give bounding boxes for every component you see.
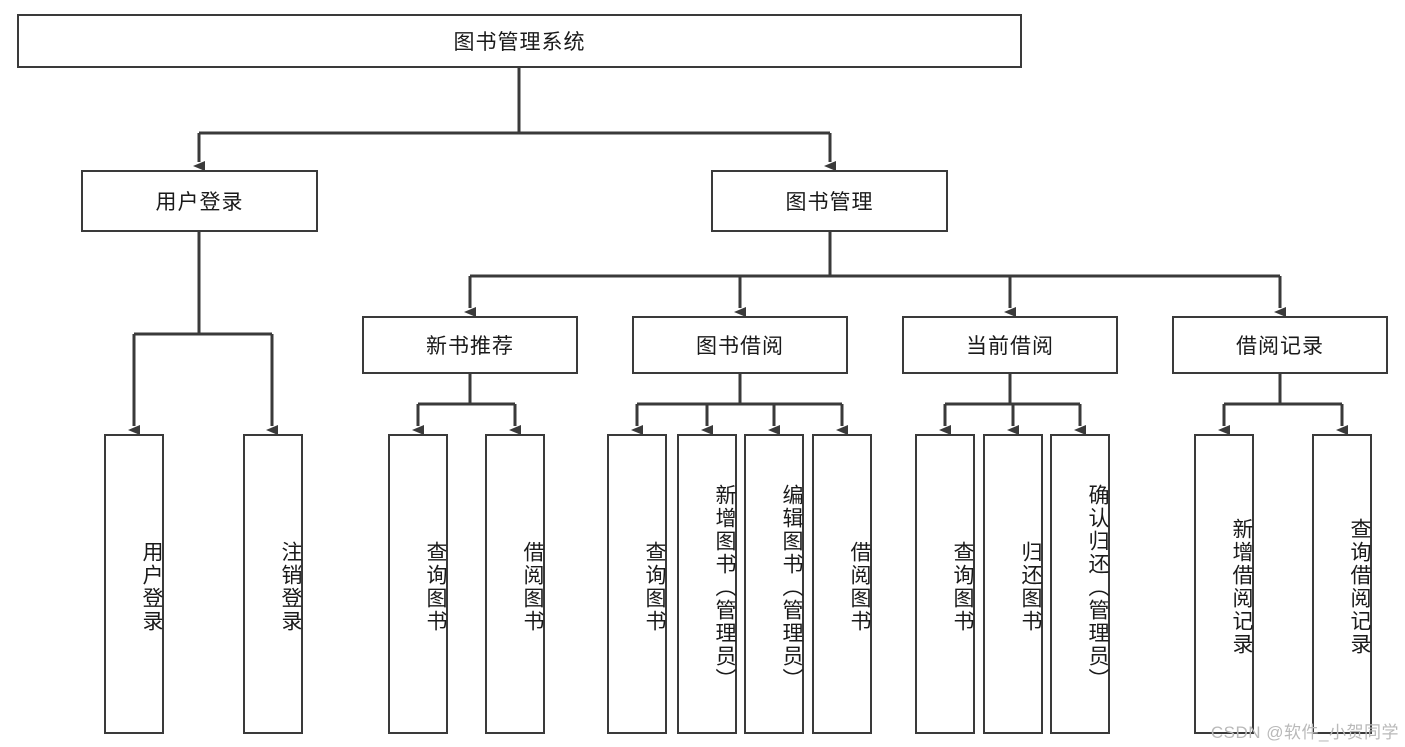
node-label-leaf-user-login: 用户登录: [140, 541, 163, 633]
node-borrow-record[interactable]: 借阅记录: [1172, 316, 1388, 374]
node-leaf-query-book-1[interactable]: 查询图书: [388, 434, 448, 734]
node-leaf-borrow-book-2[interactable]: 借阅图书: [812, 434, 872, 734]
node-label-leaf-confirm-return: 确认归还（管理员）: [1086, 483, 1109, 691]
node-leaf-logout[interactable]: 注销登录: [243, 434, 303, 734]
node-leaf-add-record[interactable]: 新增借阅记录: [1194, 434, 1254, 734]
node-label-leaf-logout: 注销登录: [279, 541, 302, 633]
node-label-leaf-add-book: 新增图书（管理员）: [713, 483, 736, 691]
node-label-user-login: 用户登录: [155, 191, 244, 214]
node-label-leaf-return-book: 归还图书: [1019, 541, 1042, 633]
node-leaf-confirm-return[interactable]: 确认归还（管理员）: [1050, 434, 1110, 734]
node-label-new-book-rec: 新书推荐: [426, 335, 514, 358]
node-leaf-edit-book[interactable]: 编辑图书（管理员）: [744, 434, 804, 734]
node-label-leaf-borrow-book-1: 借阅图书: [521, 541, 544, 633]
node-label-book-manage: 图书管理: [785, 191, 874, 214]
node-label-current-borrow: 当前借阅: [966, 335, 1054, 358]
node-book-borrow[interactable]: 图书借阅: [632, 316, 848, 374]
node-label-leaf-add-record: 新增借阅记录: [1230, 518, 1253, 656]
node-leaf-query-book-3[interactable]: 查询图书: [915, 434, 975, 734]
node-leaf-query-book-2[interactable]: 查询图书: [607, 434, 667, 734]
node-label-leaf-query-book-2: 查询图书: [643, 541, 666, 633]
node-book-manage[interactable]: 图书管理: [711, 170, 948, 232]
node-label-leaf-query-book-3: 查询图书: [951, 541, 974, 633]
node-label-leaf-query-record: 查询借阅记录: [1348, 518, 1371, 656]
node-root[interactable]: 图书管理系统: [17, 14, 1022, 68]
node-current-borrow[interactable]: 当前借阅: [902, 316, 1118, 374]
node-label-root: 图书管理系统: [453, 31, 586, 54]
node-leaf-query-record[interactable]: 查询借阅记录: [1312, 434, 1372, 734]
node-user-login[interactable]: 用户登录: [81, 170, 318, 232]
node-leaf-add-book[interactable]: 新增图书（管理员）: [677, 434, 737, 734]
node-label-leaf-query-book-1: 查询图书: [424, 541, 447, 633]
node-leaf-user-login[interactable]: 用户登录: [104, 434, 164, 734]
node-label-borrow-record: 借阅记录: [1236, 335, 1324, 358]
node-new-book-rec[interactable]: 新书推荐: [362, 316, 578, 374]
node-label-leaf-borrow-book-2: 借阅图书: [848, 541, 871, 633]
node-label-book-borrow: 图书借阅: [696, 335, 784, 358]
watermark-text: CSDN @软件_小贺同学: [1210, 723, 1399, 742]
node-leaf-return-book[interactable]: 归还图书: [983, 434, 1043, 734]
node-leaf-borrow-book-1[interactable]: 借阅图书: [485, 434, 545, 734]
node-label-leaf-edit-book: 编辑图书（管理员）: [780, 483, 803, 691]
